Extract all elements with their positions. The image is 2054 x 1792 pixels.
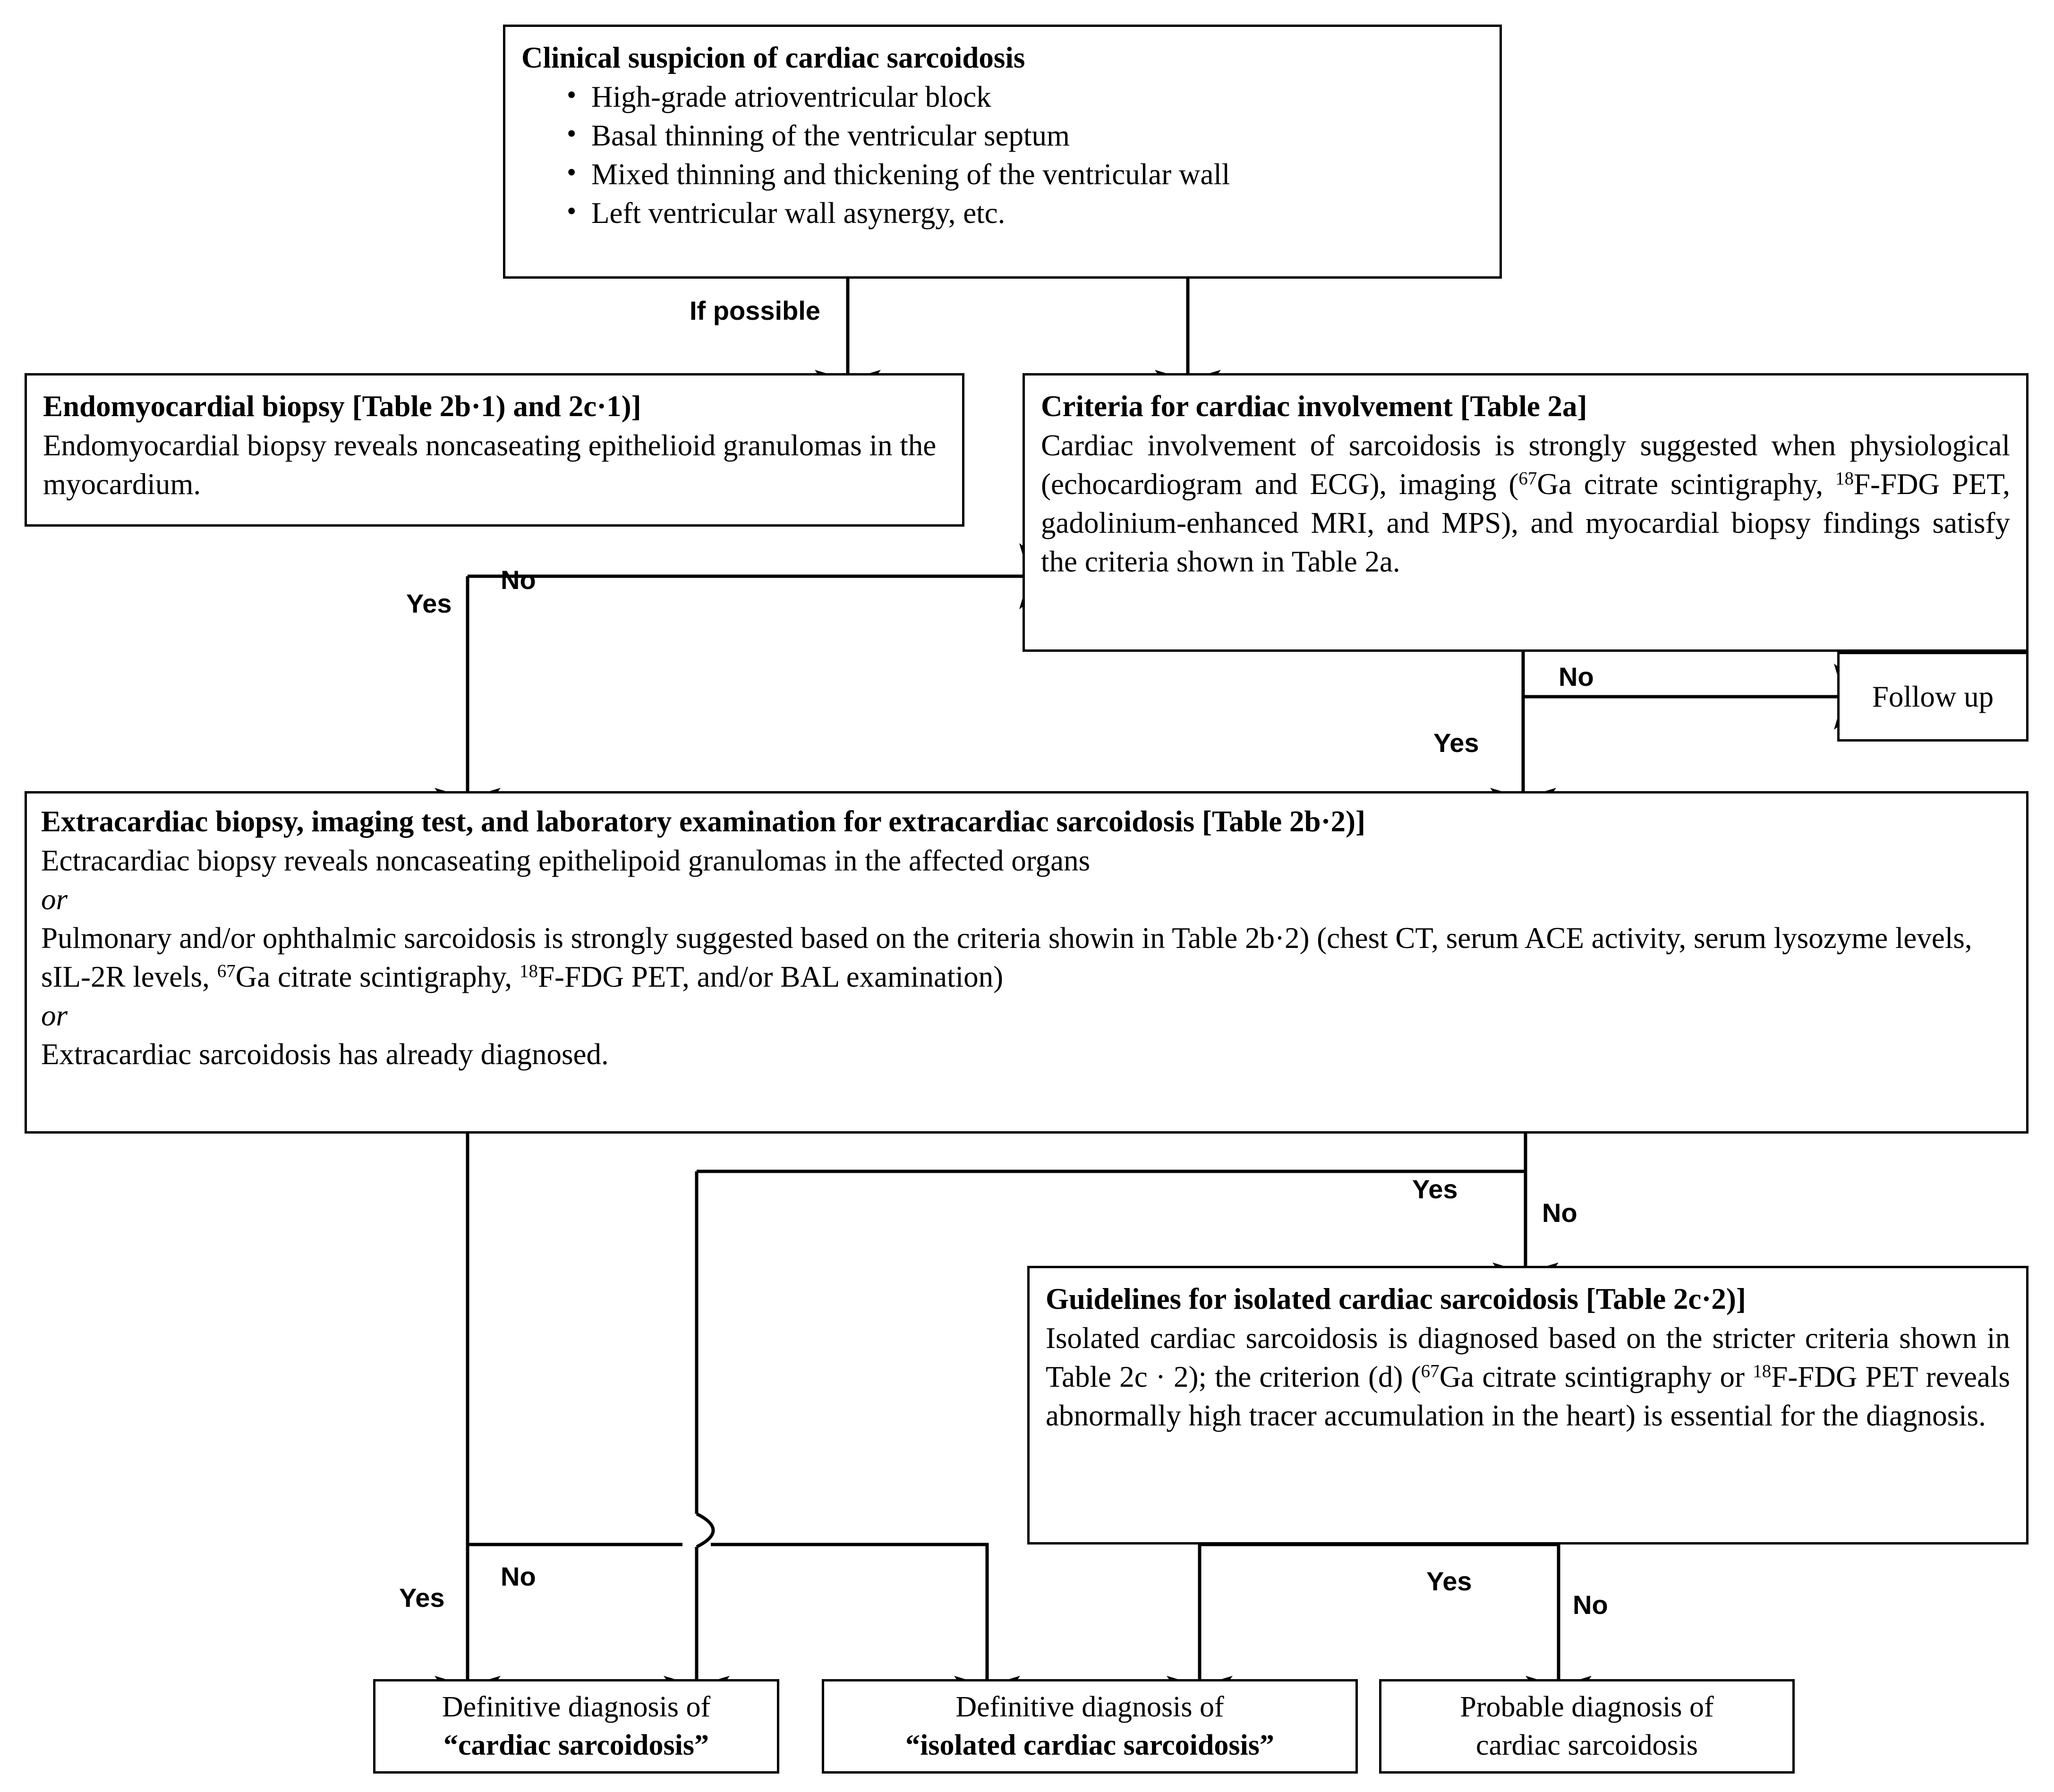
- edge-label-extracardiac-yes: Yes: [1412, 1174, 1458, 1204]
- edge-label-biopsy-yes: Yes: [406, 589, 452, 618]
- isotope-67: 67: [217, 961, 236, 981]
- isotope-18: 18: [1835, 468, 1854, 489]
- edge-label-bottom-left-no: No: [501, 1562, 536, 1591]
- extracardiac-line-2: Pulmonary and/or ophthalmic sarcoidosis …: [41, 919, 2012, 997]
- edge-label-guidelines-no: No: [1573, 1590, 1608, 1620]
- edge-bottom-rail-right: [711, 1543, 989, 1578]
- criteria-body-part2: Ga citrate scintigraphy,: [1537, 468, 1835, 501]
- guidelines-body-part1: Isolated cardiac sarcoidosis is diagnose…: [1046, 1322, 2010, 1393]
- list-item: Left ventricular wall asynergy, etc.: [567, 193, 1483, 233]
- list-item: Mixed thinning and thickening of the ven…: [567, 154, 1483, 194]
- extracardiac-line-2c: F-FDG PET, and/or BAL examination): [537, 960, 1004, 993]
- clinical-suspicion-title: Clinical suspicion of cardiac sarcoidosi…: [521, 41, 1025, 74]
- guidelines-body: Isolated cardiac sarcoidosis is diagnose…: [1046, 1319, 2010, 1435]
- guidelines-body-part2: Ga citrate scintigraphy or: [1439, 1360, 1753, 1393]
- edge-label-if-possible: If possible: [690, 296, 820, 325]
- extracardiac-line-2a: Pulmonary and/or ophthalmic sarcoidosis …: [41, 921, 1972, 993]
- isotope-18: 18: [519, 961, 538, 981]
- endomyocardial-biopsy-body: Endomyocardial biopsy reveals noncaseati…: [43, 429, 937, 501]
- guidelines-title: Guidelines for isolated cardiac sarcoido…: [1046, 1282, 1746, 1315]
- edge-label-biopsy-no: No: [501, 565, 536, 595]
- criteria-body: Cardiac involvement of sarcoidosis is st…: [1041, 427, 2010, 581]
- criteria-body-part3: F-FDG PET, gadolinium-enhanced MRI, and …: [1041, 468, 2010, 578]
- edge-label-criteria-no: No: [1559, 662, 1594, 691]
- node-extracardiac-examination: Extracardiac biopsy, imaging test, and l…: [25, 791, 2028, 1134]
- edge-label-guidelines-yes: Yes: [1426, 1566, 1472, 1596]
- isotope-67: 67: [1518, 468, 1537, 489]
- extracardiac-line-2b: Ga citrate scintigraphy,: [235, 960, 520, 993]
- extracardiac-or-2: or: [41, 998, 68, 1032]
- result-probable-line1: Probable diagnosis of: [1460, 1691, 1714, 1724]
- node-clinical-suspicion: Clinical suspicion of cardiac sarcoidosi…: [503, 25, 1502, 279]
- list-item: Basal thinning of the ventricular septum: [567, 116, 1483, 155]
- result-cardiac-line1: Definitive diagnosis of: [442, 1691, 711, 1724]
- result-cardiac-line2: “cardiac sarcoidosis”: [443, 1729, 709, 1761]
- node-result-definitive-isolated: Definitive diagnosis of “isolated cardia…: [822, 1679, 1358, 1774]
- edge-label-criteria-yes: Yes: [1433, 728, 1479, 758]
- edge-extracardiac-bottom-rail: [697, 1134, 1527, 1173]
- isotope-67: 67: [1421, 1361, 1440, 1382]
- clinical-suspicion-bullets: High-grade atrioventricular block Basal …: [521, 77, 1483, 233]
- node-criteria-cardiac-involvement: Criteria for cardiac involvement [Table …: [1023, 373, 2028, 652]
- edge-guidelines-yes-rail: [1198, 1543, 1559, 1556]
- result-probable-line2: cardiac sarcoidosis: [1476, 1729, 1698, 1761]
- extracardiac-line-1: Ectracardiac biopsy reveals noncaseating…: [41, 844, 1091, 878]
- extracardiac-or-1: or: [41, 883, 68, 916]
- criteria-title: Criteria for cardiac involvement [Table …: [1041, 390, 1587, 423]
- follow-up-label: Follow up: [1872, 680, 1994, 713]
- node-follow-up: Follow up: [1837, 652, 2028, 742]
- isotope-18: 18: [1753, 1361, 1772, 1382]
- edge-label-extracardiac-no: No: [1542, 1198, 1577, 1228]
- guidelines-body-part3: F-FDG PET reveals abnormally high tracer…: [1046, 1360, 2010, 1432]
- result-isolated-line1: Definitive diagnosis of: [955, 1691, 1224, 1724]
- node-result-definitive-cardiac: Definitive diagnosis of “cardiac sarcoid…: [373, 1679, 779, 1774]
- list-item: High-grade atrioventricular block: [567, 77, 1483, 117]
- line-hop: [696, 1512, 715, 1549]
- extracardiac-title: Extracardiac biopsy, imaging test, and l…: [41, 805, 1365, 838]
- criteria-body-part1: Cardiac involvement of sarcoidosis is st…: [1041, 429, 2010, 501]
- edge-label-bottom-left-yes: Yes: [399, 1583, 445, 1613]
- endomyocardial-biopsy-title: Endomyocardial biopsy [Table 2b·1) and 2…: [43, 390, 641, 423]
- extracardiac-line-3: Extracardiac sarcoidosis has already dia…: [41, 1037, 609, 1071]
- result-isolated-line2: “isolated cardiac sarcoidosis”: [905, 1729, 1274, 1761]
- node-result-probable-cardiac: Probable diagnosis of cardiac sarcoidosi…: [1379, 1679, 1795, 1774]
- node-endomyocardial-biopsy: Endomyocardial biopsy [Table 2b·1) and 2…: [25, 373, 964, 527]
- node-guidelines-isolated: Guidelines for isolated cardiac sarcoido…: [1027, 1266, 2028, 1545]
